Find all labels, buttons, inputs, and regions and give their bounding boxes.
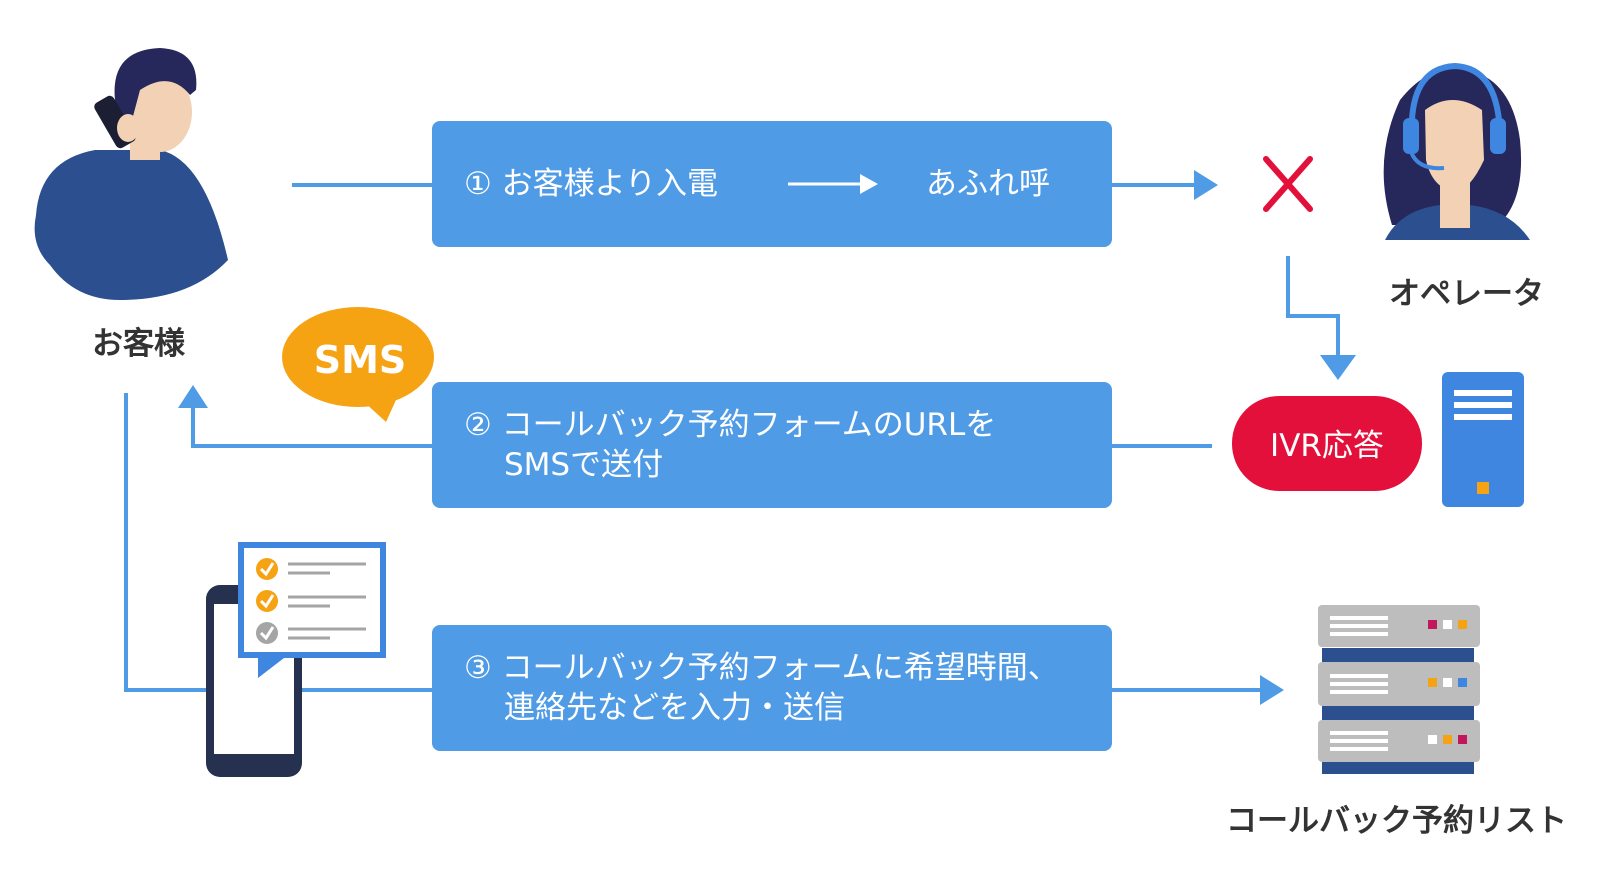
customer-illustration	[18, 48, 242, 302]
arrowhead-to-list	[1260, 675, 1284, 705]
arrowhead-to-ivr	[1320, 355, 1356, 380]
operator-illustration	[1383, 62, 1530, 240]
server-rack-icon	[1318, 605, 1480, 774]
step-2-text-line2: SMSで送付	[504, 447, 664, 483]
step-3-text-line2: 連絡先などを入力・送信	[504, 690, 845, 726]
headset-right-icon	[1490, 118, 1506, 154]
sms-label: SMS	[313, 338, 407, 382]
arrowhead-to-customer	[178, 385, 208, 408]
step-2-box: ② コールバック予約フォームのURLを SMSで送付	[432, 382, 1112, 508]
operator-label: オペレータ	[1389, 276, 1544, 312]
arrowhead-to-cross	[1194, 170, 1218, 200]
customer-body	[34, 150, 228, 300]
step-1-text: ① お客様より入電	[464, 166, 719, 202]
callback-list-label: コールバック予約リスト	[1226, 803, 1567, 839]
line-customer-to-phone	[124, 393, 215, 692]
step-2-text-line1: ② コールバック予約フォームのURLを	[464, 407, 997, 443]
customer-face	[128, 72, 192, 152]
connector-lines	[124, 183, 1340, 692]
arrowheads	[178, 170, 1356, 705]
ivr-pill	[1232, 396, 1422, 491]
headset-band	[1408, 62, 1503, 141]
smartphone-form-icon	[206, 542, 386, 777]
step-1-arrow-icon	[788, 174, 878, 194]
step-1-box: ① お客様より入電 あふれ呼	[432, 121, 1112, 247]
ivr-label: IVR応答	[1270, 428, 1384, 464]
customer-hand	[117, 114, 139, 142]
cross-icon	[1263, 156, 1313, 212]
step-3-box: ③ コールバック予約フォームに希望時間、 連絡先などを入力・送信	[432, 625, 1112, 751]
step-3-text-line1: ③ コールバック予約フォームに希望時間、	[464, 650, 1059, 686]
customer-hair	[114, 48, 197, 120]
step-1-result: あふれ呼	[926, 166, 1050, 202]
headset-left-icon	[1403, 118, 1419, 154]
customer-arm	[88, 150, 120, 195]
line-cross-to-ivr	[1286, 256, 1340, 360]
line-step2-to-customer	[191, 402, 432, 448]
customer-label: お客様	[92, 326, 185, 362]
ivr-server-icon	[1442, 372, 1524, 507]
headset-mic-icon	[1409, 151, 1445, 171]
sms-bubble	[282, 307, 434, 422]
